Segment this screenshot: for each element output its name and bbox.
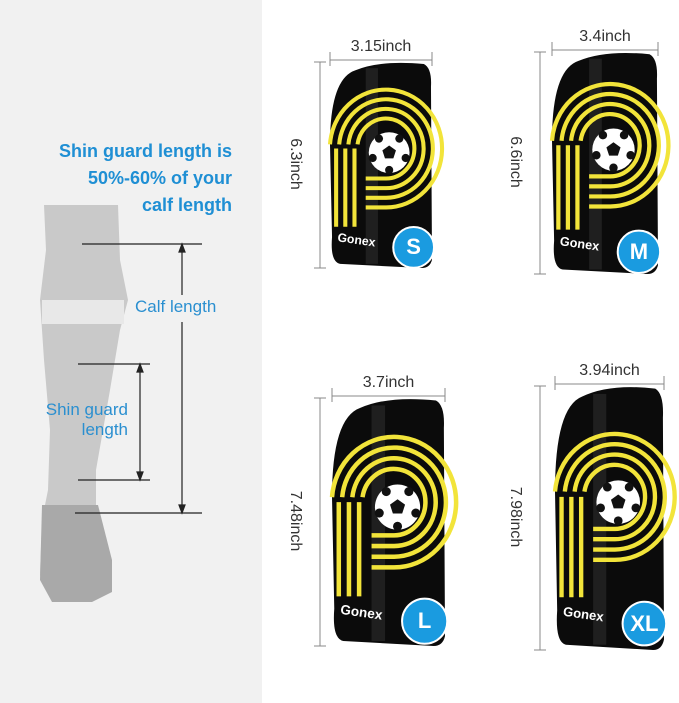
width-label: 3.94inch [579, 362, 640, 379]
dimension-lines [314, 388, 446, 647]
brand-logo: Gonex [337, 230, 377, 249]
yellow-stripes [329, 434, 459, 597]
width-label: 3.15inch [350, 38, 412, 55]
brand-logo: Gonex [562, 604, 605, 625]
size-badge [401, 597, 449, 645]
width-label: 3.4inch [579, 28, 631, 45]
yellow-stripes [549, 81, 671, 230]
size-badge [392, 226, 436, 269]
dimension-lines [534, 376, 665, 651]
size-badge [621, 600, 668, 647]
dimension-lines [534, 42, 659, 275]
soccer-ball-icon [374, 484, 421, 531]
size-badge-label: S [406, 234, 421, 260]
shin-guard-length-label: Shin guard length [46, 400, 128, 440]
brand-logo: Gonex [339, 602, 383, 623]
soccer-ball-icon [596, 480, 641, 526]
size-badge-label: XL [630, 610, 659, 636]
calf-diagram-panel: Shin guard length is 50%-60% of your cal… [0, 0, 262, 703]
leg-illustration [40, 205, 202, 602]
heading-line: calf length [141, 195, 232, 215]
shin-guard-length-heading: Shin guard length is 50%-60% of your cal… [0, 138, 232, 219]
shin-label-line: Shin guard [45, 400, 128, 419]
size-badge-label: M [629, 238, 649, 264]
length-label: 7.98inch [507, 486, 524, 548]
soccer-ball-icon [592, 128, 635, 172]
size-badge [616, 229, 662, 275]
heading-line: 50%-60% of your [87, 168, 232, 188]
yellow-stripes [327, 87, 445, 227]
brand-logo: Gonex [559, 233, 600, 253]
heading-line: Shin guard length is [58, 141, 232, 161]
yellow-stripes [552, 431, 677, 598]
width-label: 3.7inch [362, 374, 415, 391]
shin-label-line: length [81, 420, 128, 439]
dimension-lines [314, 52, 433, 269]
soccer-ball-icon [368, 132, 410, 175]
calf-length-label: Calf length [135, 297, 217, 316]
size-badge-label: L [417, 608, 432, 634]
